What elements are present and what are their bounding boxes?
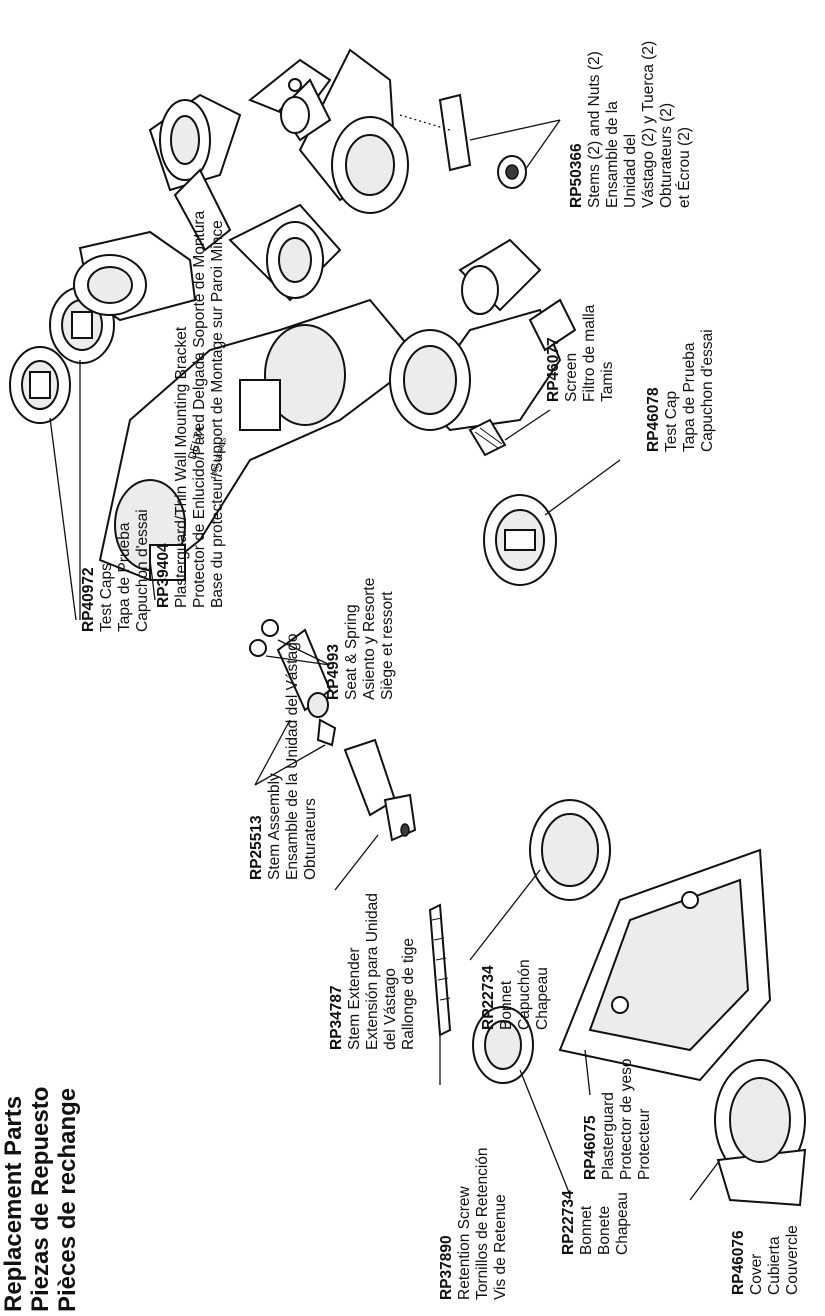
valve-body-right-illustration — [389, 238, 577, 432]
part-number: RP37890 — [438, 1235, 455, 1300]
screen-illustration — [468, 409, 551, 457]
part-desc: Vástago (2) y Tuerca (2) — [640, 40, 657, 208]
part-label-rp25513: RP25513 Stem Assembly Ensamble de la Uni… — [248, 634, 320, 880]
part-number: RP50366 — [568, 143, 585, 208]
mounting-bracket-illustration: DELTA 1800 SERIES — [98, 298, 422, 601]
part-number: RP4993 — [325, 643, 342, 700]
page-title: Replacement Parts Piezas de Repuesto Piè… — [0, 1087, 81, 1312]
part-label-rp37890: RP37890 Retention Screw Tornillos de Ret… — [438, 1147, 510, 1300]
title-french: Pièces de rechange — [54, 1087, 81, 1312]
part-label-rp34787: RP34787 Stem Extender Extensión para Uni… — [328, 893, 418, 1050]
part-desc: Extensión para Unidad — [364, 893, 381, 1050]
part-desc: Obturateurs (2) — [658, 102, 675, 208]
part-desc: Tornillos de Retención — [474, 1147, 491, 1300]
part-number: RP46077 — [545, 337, 562, 402]
part-desc: Obturateurs — [302, 798, 319, 880]
part-desc: Stem Extender — [346, 947, 363, 1050]
part-desc: Stem Assembly — [266, 773, 283, 880]
part-desc: et Écrou (2) — [676, 127, 693, 208]
title-spanish: Piezas de Repuesto — [27, 1086, 54, 1312]
part-label-rp50366: RP50366 Stems (2) and Nuts (2) Ensamble … — [568, 41, 694, 208]
part-desc: Protector de yeso — [618, 1058, 635, 1180]
plasterguard-illustration — [558, 848, 772, 1096]
part-label-rp40972: RP40972 Test Caps Tapa de Prueba Capucho… — [80, 509, 152, 632]
part-desc: Chapeau — [614, 1192, 631, 1255]
test-cap-illustration — [483, 459, 621, 586]
part-number: RP46075 — [582, 1115, 599, 1180]
part-desc: Stems (2) and Nuts (2) — [586, 51, 603, 208]
part-number: RP25513 — [248, 815, 265, 880]
part-label-rp4993: RP4993 Seat & Spring Asiento y Resorte S… — [325, 578, 397, 700]
valve-body-top-right-illustration — [278, 48, 561, 214]
part-desc: Siège et ressort — [379, 591, 396, 700]
part-desc: Tapa de Prueba — [681, 342, 698, 452]
part-label-rp22734-lower: RP22734 Bonnet Bonete Chapeau — [560, 1190, 632, 1255]
part-desc: Unidad del — [622, 133, 639, 208]
cover-illustration — [689, 1059, 807, 1207]
part-label-rp46076: RP46076 Cover Cubierta Couvercle — [730, 1225, 802, 1295]
stem-assembly-illustration — [254, 628, 417, 891]
part-label-rp46078: RP46078 Test Cap Tapa de Prueba Capuchon… — [645, 329, 717, 452]
bonnet-lower-illustration — [472, 1006, 571, 1196]
part-desc: Filtro de malla — [581, 304, 598, 402]
part-desc: Couvercle — [784, 1225, 801, 1295]
part-desc: Capuchón — [516, 959, 533, 1030]
part-desc: Cover — [748, 1253, 765, 1295]
part-desc: Protecteur — [636, 1108, 653, 1180]
part-number: RP22734 — [560, 1190, 577, 1255]
part-number: RP46076 — [730, 1230, 747, 1295]
part-desc: Capuchon d'essai — [699, 329, 716, 452]
part-desc: Protector de Enlucido/Pared Delgada Sopo… — [191, 210, 208, 608]
part-desc: Chapeau — [534, 967, 551, 1030]
part-desc: Test Caps — [98, 563, 115, 632]
part-desc: Vis de Retenue — [492, 1194, 509, 1300]
part-number: RP40972 — [80, 567, 97, 632]
title-english: Replacement Parts — [0, 1095, 27, 1312]
part-desc: Retention Screw — [456, 1186, 473, 1300]
part-desc: Test Cap — [663, 390, 680, 452]
seat-spring-illustration — [249, 619, 331, 666]
part-desc: Plasterguard/Thin Wall Mounting Bracket — [173, 326, 190, 608]
part-desc: Plasterguard — [600, 1092, 617, 1180]
valve-body-illustration — [73, 58, 342, 322]
part-desc: Bonete — [596, 1205, 613, 1255]
part-desc: Asiento y Resorte — [361, 577, 378, 700]
part-desc: Capuchon d'essai — [134, 509, 151, 632]
part-desc: Ensamble de la — [604, 101, 621, 208]
part-desc: Tapa de Prueba — [116, 522, 133, 632]
part-desc: Ensamble de la Unidad del Vástago — [284, 633, 301, 880]
part-desc: Screen — [563, 352, 580, 402]
part-desc: del Vástago — [382, 968, 399, 1050]
part-desc: Base du protecteur/Support de Montage su… — [209, 220, 226, 608]
part-label-rp22734-upper: RP22734 Bonnet Capuchón Chapeau — [480, 959, 552, 1030]
part-desc: Bonnet — [578, 1205, 595, 1255]
part-number: RP39404 — [155, 543, 172, 608]
part-desc: Cubierta — [766, 1236, 783, 1295]
retention-screw-illustration — [428, 903, 452, 1085]
part-number: RP34787 — [328, 985, 345, 1050]
part-number: RP46078 — [645, 387, 662, 452]
part-number: RP22734 — [480, 965, 497, 1030]
part-label-rp46077: RP46077 Screen Filtro de malla Tamis — [545, 305, 617, 402]
bonnet-large-illustration — [469, 799, 611, 961]
part-label-rp39404: RP39404 Plasterguard/Thin Wall Mounting … — [155, 211, 227, 608]
part-desc: Tamis — [599, 361, 616, 402]
part-desc: Seat & Spring — [343, 604, 360, 700]
part-desc: Bonnet — [498, 980, 515, 1030]
part-label-rp46075: RP46075 Plasterguard Protector de yeso P… — [582, 1059, 654, 1180]
part-desc: Rallonge de tige — [400, 937, 417, 1050]
